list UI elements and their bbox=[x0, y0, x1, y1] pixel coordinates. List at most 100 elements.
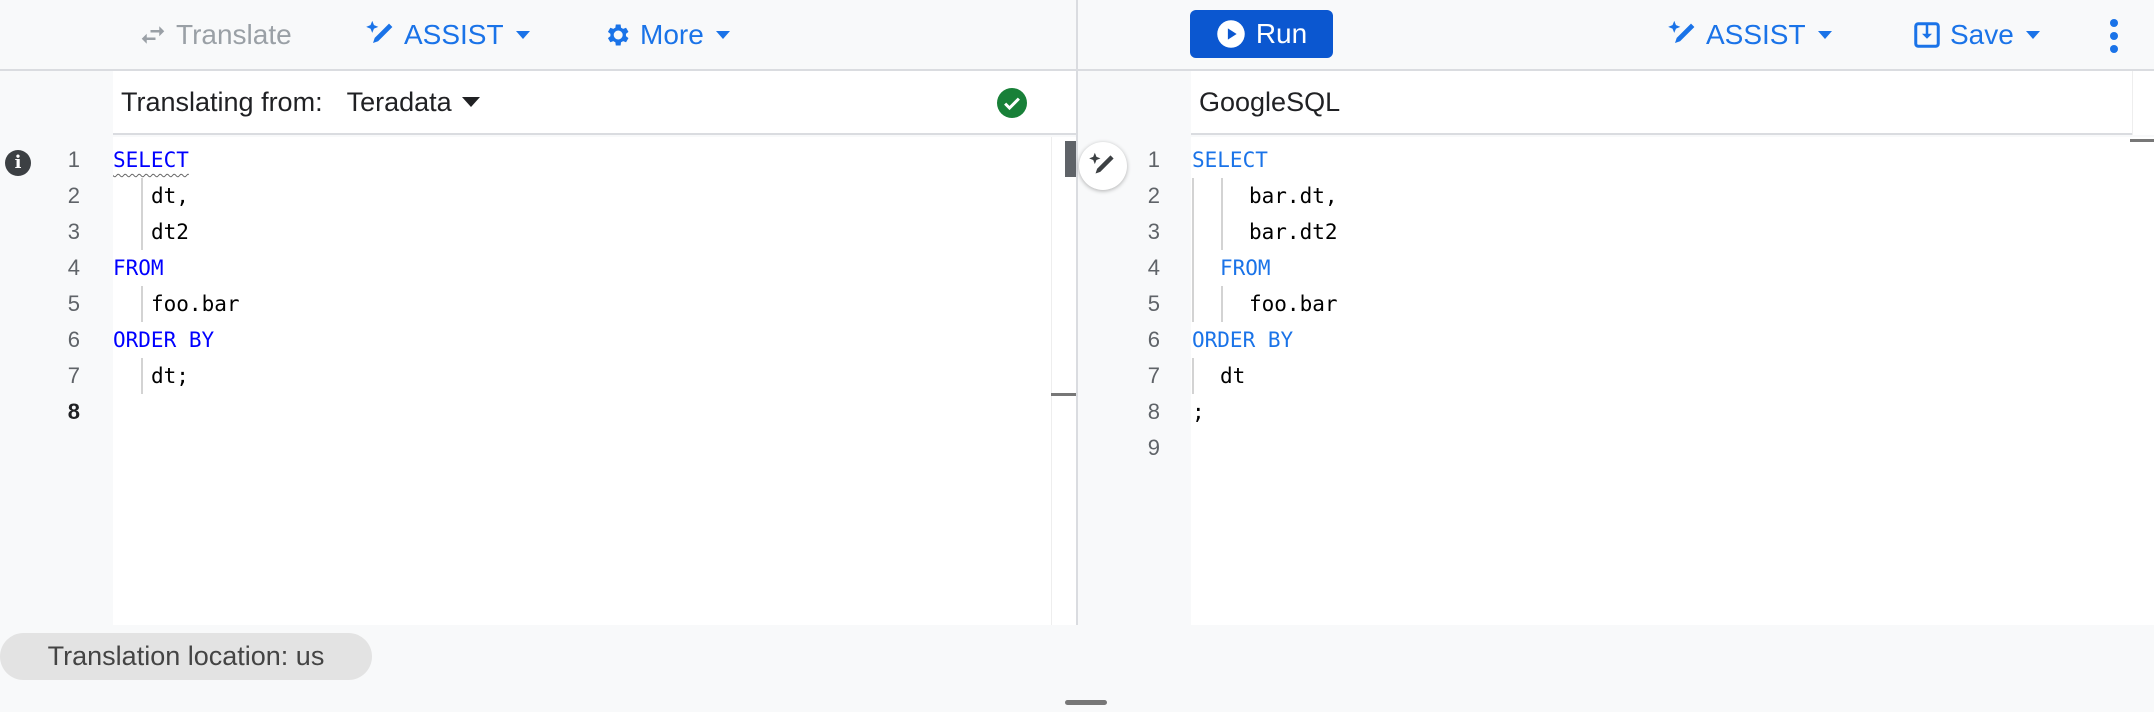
caret-down-icon bbox=[715, 30, 730, 39]
line-number: 2 bbox=[67, 183, 80, 208]
dialect-value: Teradata bbox=[346, 86, 452, 117]
line-number: 5 bbox=[1147, 291, 1160, 316]
line-number: 7 bbox=[67, 363, 80, 388]
translate-button[interactable]: Translate bbox=[138, 0, 292, 69]
line-number: 3 bbox=[67, 219, 80, 244]
indent-guide bbox=[141, 286, 143, 322]
code-text: bar.dt2 bbox=[1249, 220, 1338, 244]
magic-pen-icon bbox=[1089, 152, 1114, 174]
play-circle-icon bbox=[1217, 20, 1245, 48]
save-button[interactable]: Save bbox=[1912, 0, 2040, 69]
magic-pen-icon bbox=[366, 20, 393, 43]
translate-label: Translate bbox=[176, 18, 292, 50]
gear-icon bbox=[607, 24, 629, 45]
line-number: 7 bbox=[1147, 363, 1160, 388]
caret-down-icon bbox=[515, 30, 530, 39]
code-text: foo.bar bbox=[151, 292, 240, 316]
code-text: dt, bbox=[151, 184, 189, 208]
line-number: 6 bbox=[67, 327, 80, 352]
line-number: 3 bbox=[1147, 219, 1160, 244]
resize-handle[interactable] bbox=[1065, 700, 1107, 705]
code-line: SELECT bbox=[1192, 142, 1268, 178]
indent-guide bbox=[1192, 178, 1194, 322]
assist-label: ASSIST bbox=[1706, 18, 1806, 50]
source-minimap bbox=[1051, 137, 1076, 625]
more-vert-icon bbox=[2110, 19, 2118, 53]
code-line: foo.bar bbox=[151, 286, 240, 322]
translation-location-label: Translation location: us bbox=[47, 641, 325, 671]
line-number: 5 bbox=[67, 291, 80, 316]
source-dialect-header: Translating from: Teradata bbox=[113, 71, 1076, 135]
code-line: ORDER BY bbox=[113, 322, 214, 358]
line-number: 6 bbox=[1147, 327, 1160, 352]
code-text: dt; bbox=[151, 364, 189, 388]
indent-guide bbox=[141, 358, 143, 394]
translating-from-label: Translating from: bbox=[121, 86, 323, 117]
left-toolbar: Translate ASSIST More bbox=[0, 0, 1076, 71]
translation-location-chip[interactable]: Translation location: us bbox=[0, 633, 372, 680]
code-line: foo.bar bbox=[1249, 286, 1338, 322]
code-line: bar.dt, bbox=[1249, 178, 1338, 214]
source-cursor-marker bbox=[1051, 393, 1076, 396]
line-number: 1 bbox=[1147, 147, 1160, 172]
indent-guide bbox=[1192, 358, 1194, 394]
sql-keyword: ORDER BY bbox=[113, 328, 215, 352]
source-scroll-thumb[interactable] bbox=[1065, 141, 1076, 177]
info-icon[interactable]: i bbox=[5, 150, 31, 176]
assist-button-left[interactable]: ASSIST bbox=[366, 0, 530, 69]
code-text: ; bbox=[1192, 400, 1205, 424]
line-number: 8 bbox=[67, 399, 80, 424]
code-line: dt bbox=[1220, 358, 1245, 394]
right-toolbar: Run ASSIST Save bbox=[1078, 0, 2154, 71]
more-label: More bbox=[640, 18, 704, 50]
caret-down-icon bbox=[1817, 30, 1832, 39]
source-editor[interactable] bbox=[113, 137, 1051, 625]
target-dialect-label: GoogleSQL bbox=[1199, 86, 1341, 117]
line-number: 4 bbox=[67, 255, 80, 280]
caret-down-icon bbox=[2025, 30, 2040, 39]
more-vert-button[interactable] bbox=[2108, 18, 2120, 54]
code-line: SELECT bbox=[113, 142, 189, 178]
target-dialect-header: GoogleSQL bbox=[1191, 71, 2132, 135]
line-number: 8 bbox=[1147, 399, 1160, 424]
pane-divider[interactable] bbox=[1076, 0, 1078, 625]
run-label: Run bbox=[1255, 18, 1308, 49]
code-text: foo.bar bbox=[1249, 292, 1338, 316]
save-icon bbox=[1914, 21, 1940, 48]
code-text: bar.dt, bbox=[1249, 184, 1338, 208]
code-line: dt; bbox=[151, 358, 189, 394]
assist-button-right[interactable]: ASSIST bbox=[1668, 0, 1832, 69]
more-button[interactable]: More bbox=[602, 0, 730, 69]
code-line: dt, bbox=[151, 178, 189, 214]
caret-down-icon bbox=[461, 97, 480, 107]
sql-keyword: FROM bbox=[1220, 256, 1271, 280]
line-number: 9 bbox=[1147, 435, 1160, 460]
sql-keyword: FROM bbox=[113, 256, 164, 280]
indent-guide bbox=[1221, 286, 1223, 322]
code-line: ORDER BY bbox=[1192, 322, 1293, 358]
code-line: FROM bbox=[113, 250, 164, 286]
code-text: dt2 bbox=[151, 220, 189, 244]
indent-guide bbox=[141, 178, 143, 250]
swap-icon bbox=[141, 25, 165, 44]
code-line: FROM bbox=[1220, 250, 1271, 286]
magic-pen-icon bbox=[1668, 20, 1695, 43]
sql-keyword: ORDER BY bbox=[1192, 328, 1294, 352]
target-scroll-marker bbox=[2130, 139, 2154, 142]
indent-guide bbox=[1221, 178, 1223, 250]
code-text: dt bbox=[1220, 364, 1246, 388]
line-number: 2 bbox=[1147, 183, 1160, 208]
sql-keyword: SELECT bbox=[113, 148, 189, 172]
save-label: Save bbox=[1950, 18, 2014, 50]
run-button[interactable]: Run bbox=[1190, 10, 1333, 58]
code-line: bar.dt2 bbox=[1249, 214, 1338, 250]
assist-bubble[interactable] bbox=[1079, 142, 1127, 190]
sql-keyword: SELECT bbox=[1192, 148, 1268, 172]
target-editor[interactable] bbox=[1191, 137, 2154, 625]
dialect-select[interactable]: Teradata bbox=[347, 87, 480, 118]
assist-label: ASSIST bbox=[404, 18, 504, 50]
line-number: 4 bbox=[1147, 255, 1160, 280]
line-number: 1 bbox=[67, 147, 80, 172]
code-line: ; bbox=[1192, 394, 1205, 430]
header-scroll-edge bbox=[2132, 71, 2154, 135]
